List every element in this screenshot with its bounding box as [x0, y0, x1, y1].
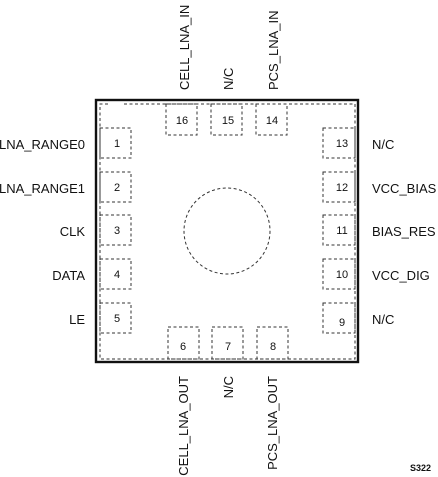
pin-label: N/C	[221, 68, 236, 90]
pin-label: CELL_LNA_IN	[177, 5, 192, 90]
pin-pad	[322, 214, 356, 246]
pin-label: N/C	[372, 312, 394, 327]
pin-pad	[255, 103, 288, 136]
bottom-pin-7: 7 N/C	[211, 326, 244, 398]
left-pin-5: 5 LE	[69, 302, 132, 334]
pin-number: 10	[336, 269, 348, 281]
exposed-paddle	[183, 187, 271, 275]
left-pin-4: 4 DATA	[52, 258, 132, 290]
top-pin-16: 16 CELL_LNA_IN	[165, 5, 198, 136]
left-pin-1: 1 LNA_RANGE0	[0, 127, 132, 159]
pin-number: 14	[266, 115, 278, 127]
figure-id: S322	[410, 463, 431, 473]
pin-number: 9	[339, 317, 345, 329]
pin-pad	[211, 326, 244, 360]
pin-label: N/C	[372, 137, 394, 152]
top-pin-15: 15 N/C	[210, 68, 243, 136]
pin-pad	[99, 171, 132, 203]
pin-number: 13	[336, 138, 348, 150]
package-perimeter-outline	[99, 103, 356, 360]
package-body	[94, 98, 360, 364]
bottom-pin-6: 6 CELL_LNA_OUT	[167, 326, 200, 476]
pin-label: CELL_LNA_OUT	[176, 376, 191, 476]
pin-number: 8	[270, 341, 276, 353]
pin-label: VCC_DIG	[372, 268, 430, 283]
pin-pad	[322, 127, 356, 159]
pin-number: 12	[336, 182, 348, 194]
pin-label: BIAS_RES	[372, 224, 436, 239]
pin-label: VCC_BIAS	[372, 181, 437, 196]
left-pin-2: 2 LNA_RANGE1	[0, 171, 132, 203]
pin-number: 5	[114, 313, 120, 325]
pin-number: 6	[180, 341, 186, 353]
left-pin-3: 3 CLK	[60, 214, 132, 246]
pin-pad	[210, 103, 243, 136]
right-pin-9: 9 N/C	[322, 302, 394, 334]
pin-number: 3	[114, 225, 120, 237]
pin-number: 11	[336, 225, 347, 237]
pin-pad	[99, 214, 132, 246]
pin-number: 4	[114, 269, 120, 281]
pin-pad	[322, 171, 356, 203]
pin-pad	[256, 326, 289, 360]
pin-label: DATA	[52, 268, 85, 283]
pin-label: LNA_RANGE1	[0, 181, 85, 196]
right-pin-10: 10 VCC_DIG	[322, 258, 430, 290]
pin-label: LNA_RANGE0	[0, 137, 85, 152]
right-pin-11: 11 BIAS_RES	[322, 214, 436, 246]
pin-pad	[322, 302, 356, 334]
top-pin-14: 14 PCS_LNA_IN	[255, 11, 288, 136]
pin-pad	[165, 103, 198, 136]
pin-number: 1	[114, 138, 120, 150]
pin-label: N/C	[221, 376, 236, 398]
pin-label: LE	[69, 312, 85, 327]
pin-label: PCS_LNA_OUT	[265, 376, 280, 470]
pin-number: 15	[222, 115, 234, 127]
pin-pad	[99, 127, 132, 159]
pin-pad	[167, 326, 200, 360]
pin-pad	[99, 302, 132, 334]
right-pin-12: 12 VCC_BIAS	[322, 171, 437, 203]
pin-number: 2	[114, 182, 120, 194]
pin-number: 7	[225, 341, 231, 353]
pin-label: CLK	[60, 224, 86, 239]
pin-pad	[99, 258, 132, 290]
pin-label: PCS_LNA_IN	[266, 11, 281, 90]
right-pin-13: 13 N/C	[322, 127, 394, 159]
bottom-pin-8: 8 PCS_LNA_OUT	[256, 326, 289, 470]
pin-number: 16	[176, 115, 188, 127]
pin-pad	[322, 258, 356, 290]
